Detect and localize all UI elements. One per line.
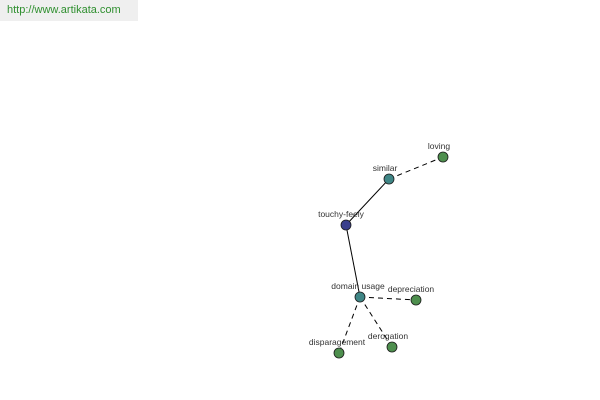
node-label-touchy-feely[interactable]: touchy-feely [318,209,365,219]
node-label-loving[interactable]: loving [428,141,450,151]
node-label-derogation[interactable]: derogation [368,331,408,341]
edges-layer [338,156,444,354]
node-label-disparagement[interactable]: disparagement [309,337,366,347]
node-derogation[interactable] [386,341,398,353]
edge-touchy-feely-similar [345,178,390,226]
node-label-domain-usage[interactable]: domain usage [331,281,385,291]
nodes-layer [333,151,449,359]
node-depreciation[interactable] [410,294,422,306]
node-domain-usage[interactable] [354,291,366,303]
node-disparagement[interactable] [333,347,345,359]
node-touchy-feely[interactable] [340,219,352,231]
source-url-banner[interactable]: http://www.artikata.com [0,0,138,21]
edge-touchy-feely-domain-usage [345,224,361,298]
node-similar[interactable] [383,173,395,185]
edge-domain-usage-depreciation [359,296,417,301]
node-loving[interactable] [437,151,449,163]
edge-similar-loving [388,156,444,180]
node-label-similar[interactable]: similar [373,163,398,173]
edge-domain-usage-derogation [359,296,393,348]
edge-domain-usage-disparagement [338,296,361,354]
node-label-depreciation[interactable]: depreciation [388,284,435,294]
